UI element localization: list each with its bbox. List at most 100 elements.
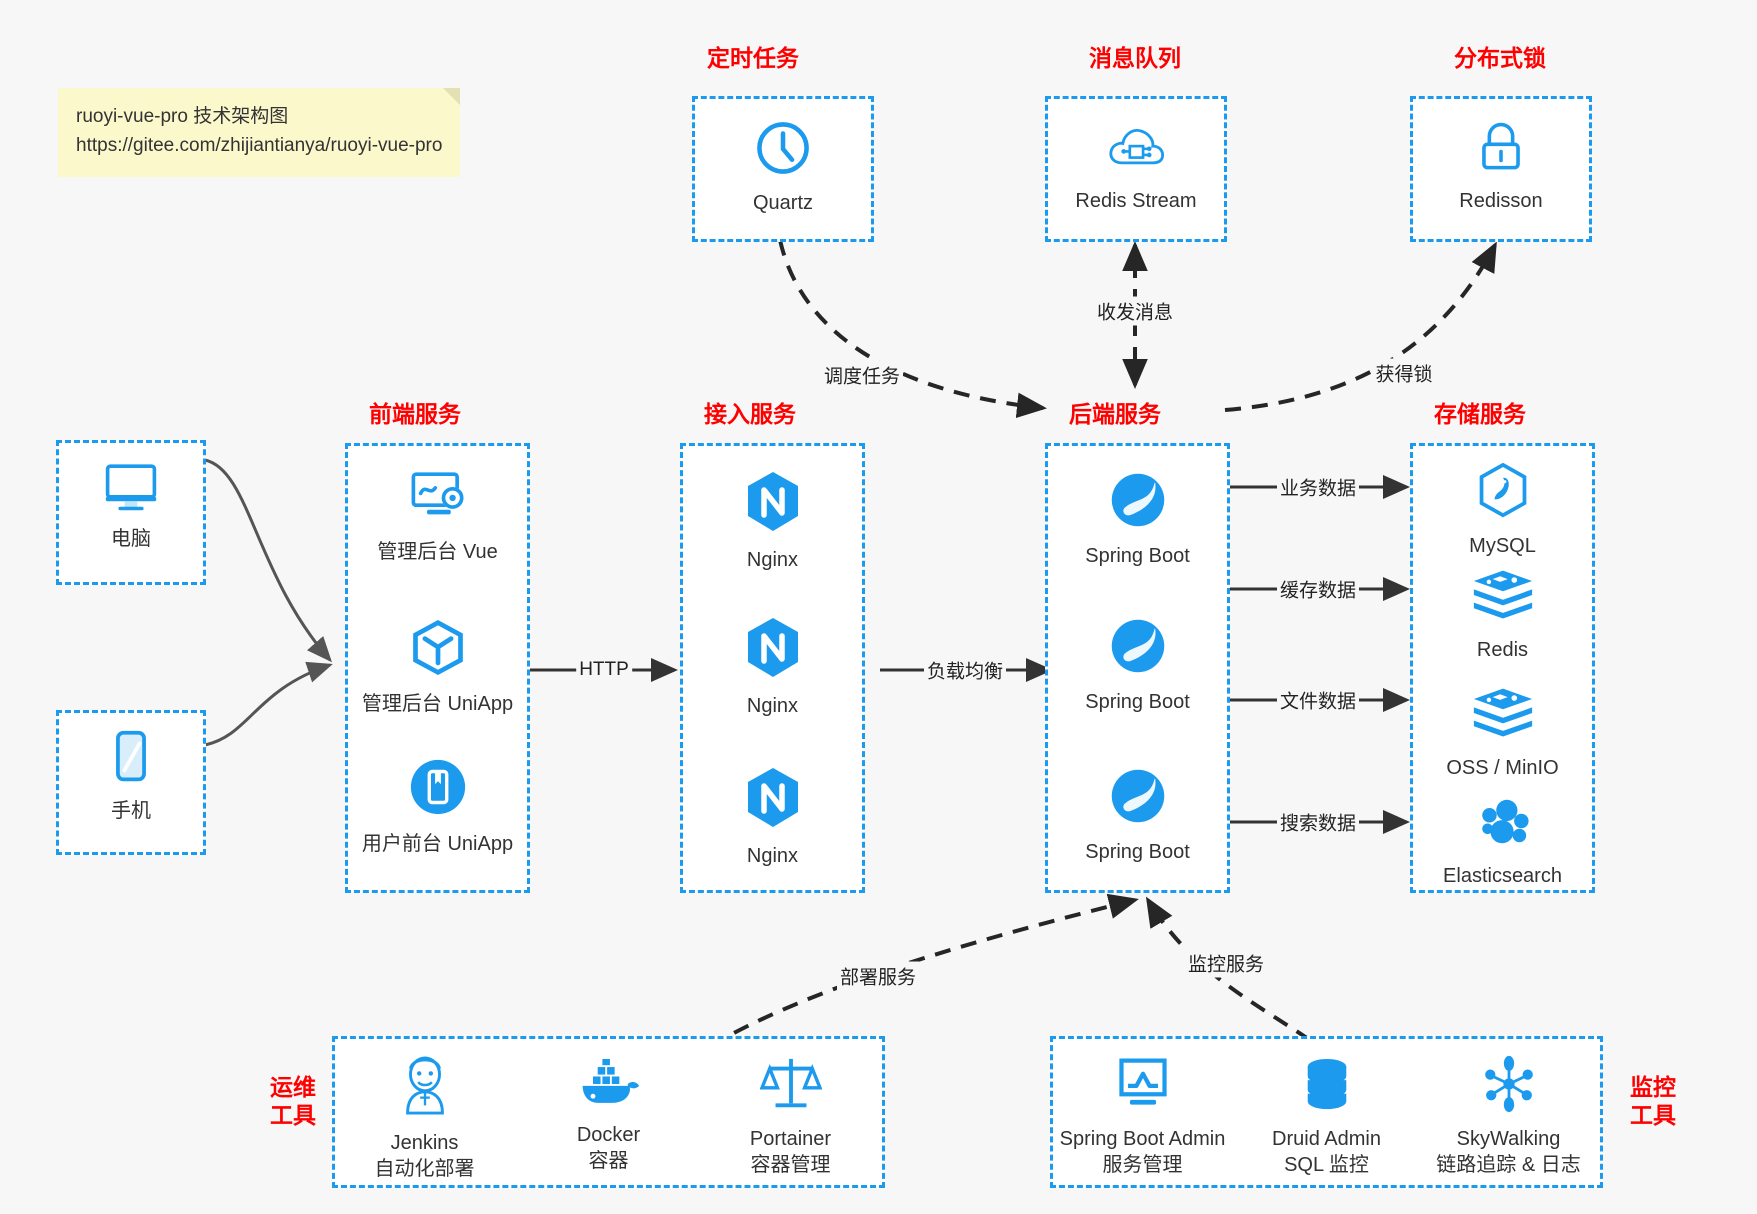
cloud-network-icon <box>1106 119 1166 180</box>
spring-leaf-icon <box>1108 470 1168 535</box>
node-label: Spring Boot <box>1085 841 1190 863</box>
edge-label-business-data: 业务数据 <box>1276 472 1360 502</box>
node-label: Elasticsearch <box>1443 865 1562 887</box>
node-label: 电脑 <box>111 528 151 550</box>
diagram-note: ruoyi-vue-pro 技术架构图 https://gitee.com/zh… <box>58 88 461 177</box>
note-title: ruoyi-vue-pro 技术架构图 <box>76 106 289 127</box>
spring-leaf-icon <box>1108 616 1168 681</box>
node-jenkins[interactable]: Jenkins 自动化部署 <box>151 1055 698 1182</box>
node-nginx-1[interactable]: Nginx <box>683 470 862 573</box>
group-title-devops-line1: 运维 <box>270 1074 316 1100</box>
node-label: Nginx <box>746 695 799 717</box>
edge-schedule-task <box>778 239 1047 419</box>
edge-label-cache-data: 缓存数据 <box>1276 574 1360 604</box>
group-title-devops: 运维 工具 <box>258 1073 328 1129</box>
node-label: Spring Boot <box>1085 691 1190 713</box>
group-title-storage: 存储服务 <box>1434 401 1526 427</box>
nginx-icon <box>744 616 802 685</box>
spring-leaf-icon <box>1108 766 1168 831</box>
node-label: Spring Boot Admin <box>1059 1128 1226 1150</box>
node-redis[interactable]: Redis <box>1413 568 1592 663</box>
node-admin-vue[interactable]: 管理后台 Vue <box>348 468 527 565</box>
edge-label-file-data: 文件数据 <box>1276 685 1360 715</box>
node-spring-boot-2[interactable]: Spring Boot <box>1048 616 1227 715</box>
node-spring-boot-admin[interactable]: Spring Boot Admin 服务管理 <box>869 1055 1416 1178</box>
docker-whale-icon <box>577 1058 641 1114</box>
node-mysql[interactable]: MySQL <box>1413 462 1592 559</box>
node-spring-boot-3[interactable]: Spring Boot <box>1048 766 1227 865</box>
node-label: Druid Admin <box>1272 1128 1381 1150</box>
monitor-chart-icon <box>1114 1055 1172 1118</box>
node-label: SkyWalking <box>1456 1128 1561 1150</box>
node-label: Quartz <box>752 192 814 214</box>
node-user-uniapp[interactable]: 用户前台 UniApp <box>348 756 527 857</box>
node-sublabel: 链路追踪 & 日志 <box>1436 1154 1581 1176</box>
note-fold-corner <box>443 88 461 105</box>
database-stack-icon <box>1300 1057 1354 1118</box>
group-title-monitor: 监控 工具 <box>1618 1073 1688 1129</box>
node-label: 手机 <box>111 800 151 822</box>
group-box-devops: Jenkins 自动化部署 Docker 容器 <box>332 1036 885 1188</box>
node-label: 用户前台 UniApp <box>361 833 514 855</box>
redis-stack-icon <box>1472 568 1534 629</box>
node-label: MySQL <box>1469 535 1536 557</box>
client-box-mobile: 手机 <box>56 710 206 855</box>
jenkins-butler-icon <box>395 1055 455 1122</box>
edge-label-load-balance: 负载均衡 <box>923 655 1007 685</box>
node-admin-uniapp[interactable]: 管理后台 UniApp <box>348 618 527 717</box>
group-title-monitor-line1: 监控 <box>1630 1074 1676 1100</box>
node-mobile[interactable]: 手机 <box>59 729 203 824</box>
group-box-gateway: Nginx Nginx Nginx <box>680 443 865 893</box>
node-nginx-2[interactable]: Nginx <box>683 616 862 719</box>
group-title-backend: 后端服务 <box>1069 401 1161 427</box>
edge-acquire-lock <box>1224 241 1497 412</box>
group-box-lock: Redisson <box>1410 96 1592 242</box>
balance-scale-icon <box>759 1055 822 1118</box>
group-box-backend: Spring Boot Spring Boot Spring Boot <box>1045 443 1230 893</box>
edge-label-deploy-service: 部署服务 <box>836 961 920 991</box>
group-box-frontend: 管理后台 Vue 管理后台 UniApp 用户前台 UniApp <box>345 443 530 893</box>
node-oss-minio[interactable]: OSS / MinIO <box>1413 686 1592 781</box>
node-druid-admin[interactable]: Druid Admin SQL 监控 <box>1053 1057 1600 1178</box>
hexagon-cube-icon <box>407 618 469 683</box>
desktop-monitor-icon <box>100 459 162 518</box>
lock-icon <box>1475 119 1527 180</box>
node-label: 管理后台 Vue <box>377 541 498 563</box>
node-elasticsearch[interactable]: Elasticsearch <box>1413 794 1592 889</box>
node-portainer[interactable]: Portainer 容器管理 <box>517 1055 1064 1178</box>
node-spring-boot-1[interactable]: Spring Boot <box>1048 470 1227 569</box>
group-title-lock: 分布式锁 <box>1454 45 1546 71</box>
group-title-gateway: 接入服务 <box>704 401 796 427</box>
node-redis-stream[interactable]: Redis Stream <box>1048 119 1224 214</box>
note-url: https://gitee.com/zhijiantianya/ruoyi-vu… <box>76 135 443 157</box>
node-label: OSS / MinIO <box>1446 757 1559 779</box>
group-title-monitor-line2: 工具 <box>1630 1102 1676 1129</box>
group-box-monitor: Spring Boot Admin 服务管理 Druid Admin SQL 监… <box>1050 1036 1603 1188</box>
node-sublabel: 服务管理 <box>1102 1154 1183 1176</box>
node-label: Nginx <box>746 845 799 867</box>
client-box-pc: 电脑 <box>56 440 206 585</box>
node-label: Redisson <box>1459 190 1543 212</box>
node-sublabel: 自动化部署 <box>374 1158 475 1180</box>
group-title-mq: 消息队列 <box>1089 45 1181 71</box>
group-title-frontend: 前端服务 <box>369 401 461 427</box>
node-docker[interactable]: Docker 容器 <box>335 1058 882 1174</box>
node-quartz[interactable]: Quartz <box>695 119 871 216</box>
node-sublabel: SQL 监控 <box>1284 1154 1369 1176</box>
node-skywalking[interactable]: SkyWalking 链路追踪 & 日志 <box>1235 1055 1757 1178</box>
edge-label-search-data: 搜索数据 <box>1276 807 1360 837</box>
node-label: Docker <box>576 1124 641 1146</box>
node-redisson[interactable]: Redisson <box>1413 119 1589 214</box>
node-label: Spring Boot <box>1085 545 1190 567</box>
node-label: Redis <box>1476 639 1529 661</box>
node-nginx-3[interactable]: Nginx <box>683 766 862 869</box>
node-label: Nginx <box>746 549 799 571</box>
node-label: Portainer <box>749 1128 832 1150</box>
node-sublabel: 容器管理 <box>750 1154 831 1176</box>
edge-mobile-to-frontend <box>204 661 333 747</box>
elasticsearch-icon <box>1474 794 1532 855</box>
node-label: Redis Stream <box>1075 190 1197 212</box>
group-box-storage: MySQL Redis <box>1410 443 1595 893</box>
node-pc[interactable]: 电脑 <box>59 459 203 552</box>
